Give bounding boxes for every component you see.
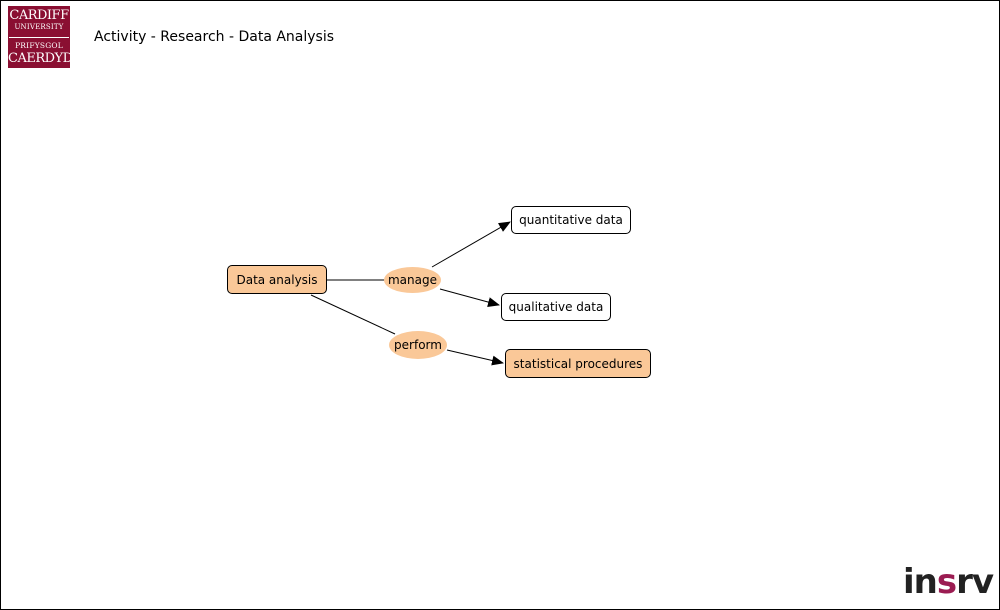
logo-divider xyxy=(9,37,69,38)
node-quantitative-data[interactable]: quantitative data xyxy=(511,206,631,234)
logo-line-university: UNIVERSITY xyxy=(14,23,64,31)
node-data-analysis[interactable]: Data analysis xyxy=(227,265,327,294)
logo-line-prifysgol: PRIFYSGOL xyxy=(15,41,63,50)
connector-perform-to-statistical xyxy=(446,349,504,366)
insrv-logo: insrv xyxy=(903,562,994,602)
connector-manage-to-qualitative xyxy=(439,288,500,307)
node-statistical-procedures[interactable]: statistical procedures xyxy=(505,349,651,378)
logo-line-cardiff: CARDIFF xyxy=(9,8,69,23)
cardiff-university-logo: CARDIFF UNIVERSITY PRIFYSGOL CAERDYD xyxy=(8,6,73,68)
logo-line-caerdydd: CAERDYD xyxy=(8,51,73,66)
connector-manage-to-quantitative xyxy=(431,221,511,268)
node-qualitative-data[interactable]: qualitative data xyxy=(501,293,611,321)
connector-data-analysis-to-perform xyxy=(310,294,396,335)
link-label-perform: perform xyxy=(389,331,447,359)
page-title: Activity - Research - Data Analysis xyxy=(94,29,335,45)
link-label-manage: manage xyxy=(384,267,441,293)
